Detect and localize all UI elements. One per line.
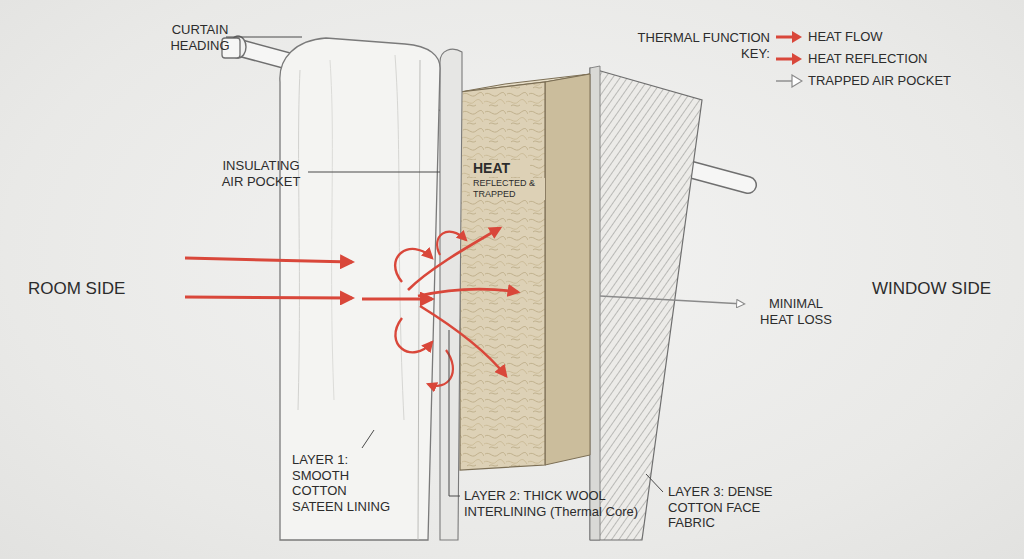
- legend-arrow: [775, 74, 803, 88]
- legend-text: HEAT REFLECTION: [808, 51, 927, 66]
- note: MINIMAL HEAT LOSS: [752, 296, 840, 327]
- part-name: INSULATING AIR POCKET: [216, 158, 306, 189]
- key-title: THERMAL FUNCTION KEY:: [610, 30, 770, 61]
- legend-row: TRAPPED AIR POCKET: [775, 73, 951, 88]
- part-name: CURTAIN HEADING: [160, 22, 240, 53]
- heat-label: HEAT: [470, 160, 530, 177]
- side-label: ROOM SIDE: [28, 279, 148, 299]
- layer-label: LAYER 2: THICK WOOL INTERLINING (Thermal…: [464, 488, 642, 519]
- layer-label: LAYER 1: SMOOTH COTTON SATEEN LINING: [290, 452, 402, 514]
- legend-text: TRAPPED AIR POCKET: [808, 73, 951, 88]
- layer-label: LAYER 3: DENSE COTTON FACE FABRIC: [668, 484, 780, 531]
- legend-text: HEAT FLOW: [808, 29, 883, 44]
- legend-arrow: [775, 30, 803, 44]
- legend-arrow: [775, 52, 803, 66]
- legend-row: HEAT FLOW: [775, 29, 883, 44]
- legend-row: HEAT REFLECTION: [775, 51, 927, 66]
- side-label: WINDOW SIDE: [872, 279, 1002, 299]
- heat-note: REFLECTED & TRAPPED: [470, 178, 545, 200]
